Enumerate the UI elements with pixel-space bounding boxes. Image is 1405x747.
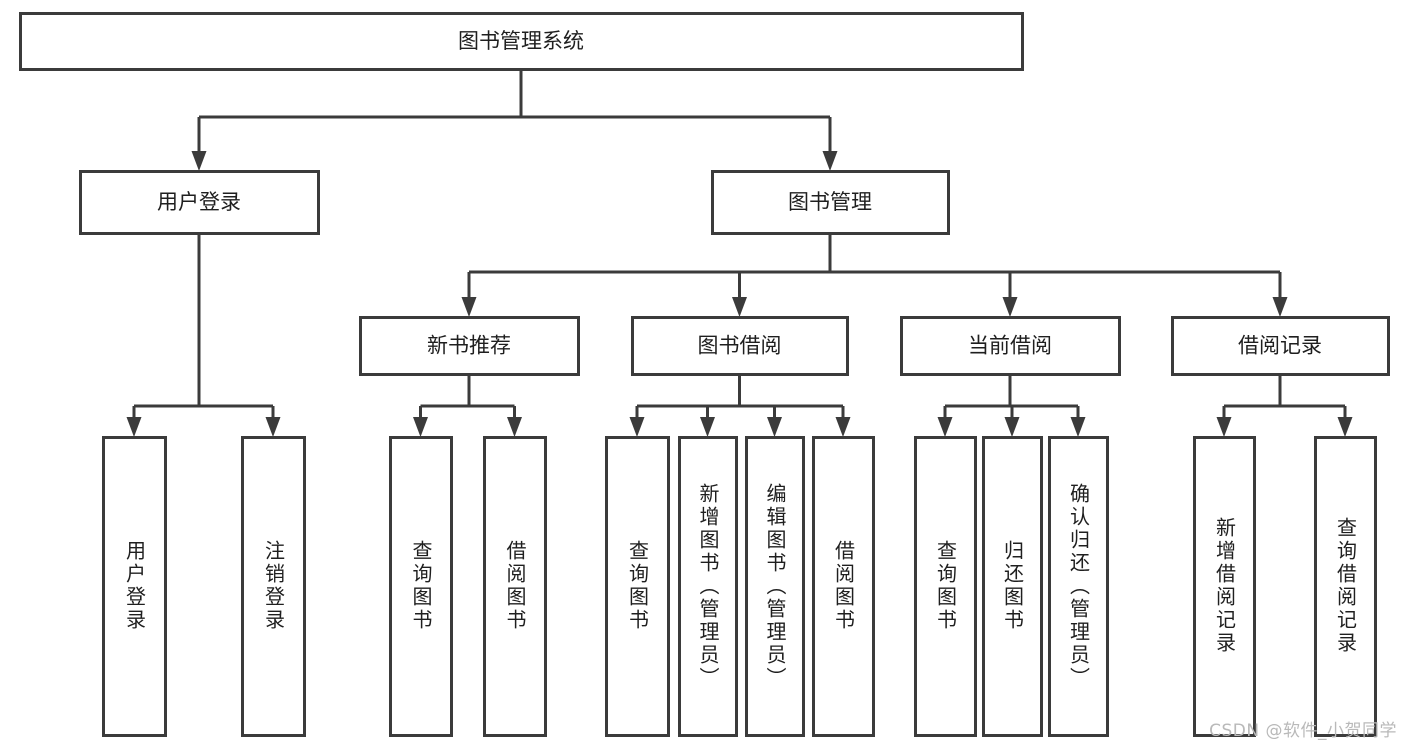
arrow-into-query-borrow-record — [1337, 417, 1353, 437]
node-box-query-borrow-record[interactable] — [1314, 436, 1377, 737]
node-box-return-book[interactable] — [982, 436, 1043, 737]
arrow-into-user-login — [191, 151, 207, 171]
node-box-query-book-1[interactable] — [389, 436, 453, 737]
arrow-into-borrow-book-2 — [835, 417, 851, 437]
connector-layer — [126, 69, 1353, 437]
arrow-into-query-book-2 — [629, 417, 645, 437]
arrow-into-borrow-book-1 — [507, 417, 522, 437]
node-box-root[interactable] — [19, 12, 1024, 71]
arrow-into-book-manage — [822, 151, 838, 171]
node-box-confirm-return[interactable] — [1048, 436, 1109, 737]
arrow-into-return-book — [1004, 417, 1020, 437]
csdn-watermark: CSDN @软件_小贺同学 — [1209, 721, 1397, 741]
arrow-into-book-borrow — [732, 297, 747, 317]
node-box-borrow-record[interactable] — [1171, 316, 1390, 376]
node-box-book-borrow[interactable] — [631, 316, 849, 376]
node-box-user-login[interactable] — [79, 170, 320, 235]
arrow-into-query-book-3 — [937, 417, 953, 437]
node-label-user-login: 用户登录 — [157, 190, 241, 214]
arrow-into-new-book-recommend — [461, 297, 477, 317]
node-box-borrow-book-1[interactable] — [483, 436, 547, 737]
node-box-query-book-2[interactable] — [605, 436, 670, 737]
arrow-into-add-borrow-record — [1216, 417, 1232, 437]
node-box-edit-book[interactable] — [745, 436, 805, 737]
node-box-add-book[interactable] — [678, 436, 738, 737]
node-label-book-borrow: 图书借阅 — [698, 334, 782, 358]
node-box-borrow-book-2[interactable] — [812, 436, 875, 737]
arrow-into-user-logout — [265, 417, 281, 437]
arrow-into-borrow-record — [1272, 297, 1288, 317]
node-box-current-borrow[interactable] — [900, 316, 1121, 376]
arrow-into-confirm-return — [1070, 417, 1086, 437]
node-box-user-logout[interactable] — [241, 436, 306, 737]
arrow-into-query-book-1 — [413, 417, 428, 437]
box-layer — [19, 12, 1390, 737]
arrow-into-user-login-do — [126, 417, 142, 437]
node-label-borrow-record: 借阅记录 — [1238, 334, 1322, 358]
arrow-into-current-borrow — [1002, 297, 1018, 317]
node-box-query-book-3[interactable] — [914, 436, 977, 737]
arrow-into-edit-book — [767, 417, 782, 437]
node-box-new-book-recommend[interactable] — [359, 316, 580, 376]
node-label-current-borrow: 当前借阅 — [968, 334, 1052, 358]
node-box-add-borrow-record[interactable] — [1193, 436, 1256, 737]
node-box-user-login-do[interactable] — [102, 436, 167, 737]
arrow-into-add-book — [700, 417, 715, 437]
node-label-root: 图书管理系统 — [458, 29, 584, 53]
node-box-book-manage[interactable] — [711, 170, 950, 235]
node-label-new-book-recommend: 新书推荐 — [427, 334, 511, 358]
node-label-book-manage: 图书管理 — [788, 190, 872, 214]
